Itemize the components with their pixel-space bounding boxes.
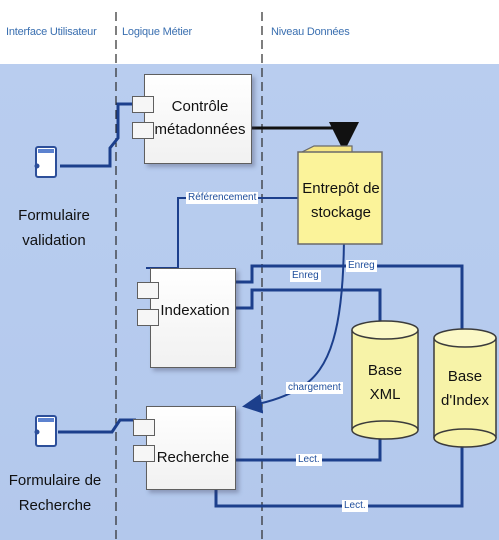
form-icon-search	[34, 415, 57, 447]
component-port-icon	[133, 445, 155, 462]
form-search-line2: Recherche	[18, 497, 92, 514]
link-indexation-xmldb	[232, 288, 382, 322]
index-database-line2: d'Index	[441, 392, 489, 409]
component-search-label: Recherche	[156, 449, 230, 466]
component-port-icon	[132, 96, 154, 113]
xml-database-line2: XML	[369, 386, 401, 403]
label-loading: chargement	[286, 382, 343, 394]
form-validation-line2: validation	[22, 232, 86, 249]
xml-database-line1: Base	[367, 362, 403, 379]
index-database-line1: Base	[447, 368, 483, 385]
component-metadata-control-line1: Contrôle	[171, 98, 229, 115]
component-indexation	[150, 268, 236, 368]
storage-folder	[297, 145, 383, 245]
xml-database-cylinder	[351, 320, 419, 440]
column-label-data: Niveau Données	[271, 26, 350, 38]
component-port-icon	[133, 419, 155, 436]
link-indexation-indexdb	[232, 264, 464, 330]
column-label-ui: Interface Utilisateur	[6, 26, 97, 38]
component-port-icon	[137, 282, 159, 299]
label-record-xml: Enreg	[290, 270, 321, 282]
label-read-xml: Lect.	[296, 454, 322, 466]
component-metadata-control	[144, 74, 252, 164]
link-referencing	[146, 197, 300, 269]
link-xmldb-search	[232, 432, 382, 462]
component-metadata-control-line2: métadonnées	[154, 121, 246, 138]
storage-line2: stockage	[310, 204, 372, 221]
label-record-index: Enreg	[346, 260, 377, 272]
link-searchform-search	[58, 418, 136, 434]
arrow-loading	[242, 231, 345, 414]
column-header: Interface Utilisateur Logique Métier Niv…	[0, 0, 499, 64]
arrow-control-storage	[250, 122, 359, 152]
link-indexdb-search	[214, 440, 464, 508]
label-read-index: Lect.	[342, 500, 368, 512]
component-port-icon	[132, 122, 154, 139]
form-icon-validation	[34, 146, 57, 178]
label-referencing: Référencement	[186, 192, 259, 204]
index-database-cylinder	[433, 328, 497, 448]
storage-line1: Entrepôt de	[302, 180, 380, 197]
form-validation-line1: Formulaire	[18, 207, 90, 224]
component-port-icon	[137, 309, 159, 326]
component-search	[146, 406, 236, 490]
column-label-business: Logique Métier	[122, 26, 192, 38]
link-validation-control	[60, 102, 136, 168]
form-search-line1: Formulaire de	[8, 472, 102, 489]
component-indexation-label: Indexation	[160, 302, 230, 319]
